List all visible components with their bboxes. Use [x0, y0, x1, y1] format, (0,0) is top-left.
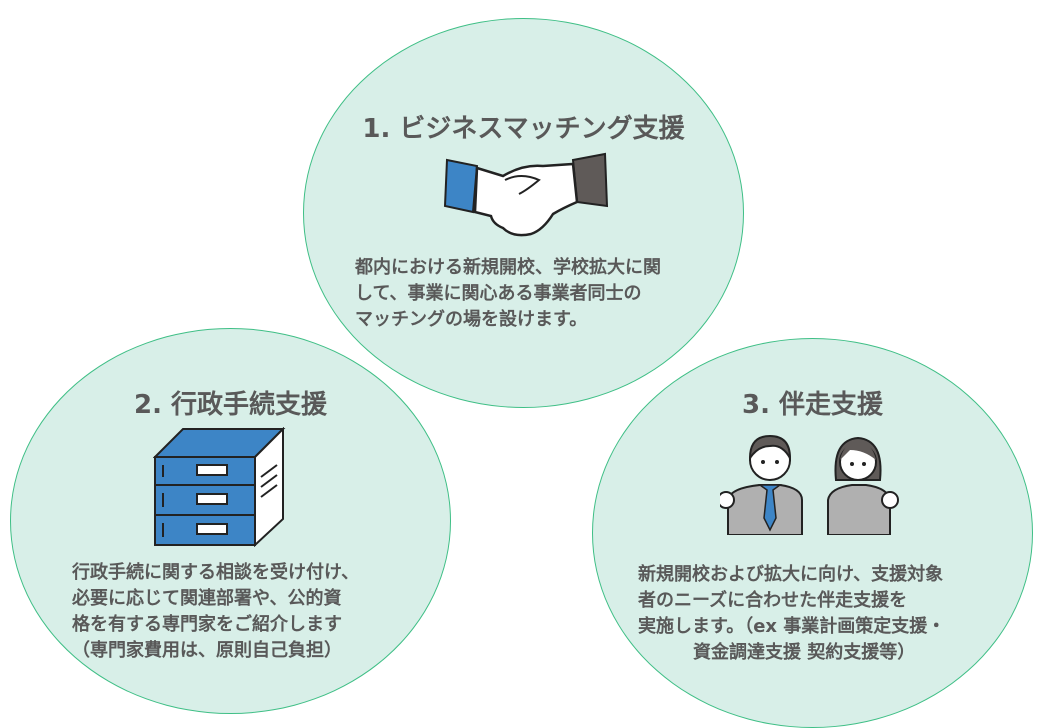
handshake-icon [443, 152, 609, 237]
business-matching-description: 都内における新規開校、学校拡大に関 して、事業に関心ある事業者同士の マッチング… [355, 255, 661, 333]
description-line: 都内における新規開校、学校拡大に関 [355, 257, 661, 278]
description-line: して、事業に関心ある事業者同士の [355, 283, 642, 304]
description-line: 資金調達支援 契約支援等） [693, 642, 916, 663]
administrative-procedures-title: 2. 行政手続支援 [133, 390, 328, 420]
accompaniment-support-title: 3. 伴走支援 [741, 390, 884, 420]
description-line: マッチングの場を設けます。 [355, 309, 588, 330]
document-stack-icon [153, 427, 286, 547]
description-line: 者のニーズに合わせた伴走支援を [638, 590, 908, 611]
description-line: （専門家費用は、原則自己負担） [72, 640, 342, 661]
description-line: 新規開校および拡大に向け、支援対象 [638, 564, 944, 585]
description-line: 実施します。（ex 事業計画策定支援・ [638, 616, 946, 637]
description-line: 必要に応じて関連部署や、公的資 [72, 588, 342, 609]
accompaniment-support-description: 新規開校および拡大に向け、支援対象 者のニーズに合わせた伴走支援を 実施します。… [638, 562, 945, 666]
business-people-icon [720, 434, 899, 535]
administrative-procedures-description: 行政手続に関する相談を受け付け、 必要に応じて関連部署や、公的資 格を有する専門… [72, 560, 359, 664]
circle-accompaniment-support [592, 338, 1033, 728]
description-line: 行政手続に関する相談を受け付け、 [72, 562, 360, 583]
business-matching-title: 1. ビジネスマッチング支援 [362, 114, 685, 144]
description-line: 格を有する専門家をご紹介します [72, 614, 342, 635]
